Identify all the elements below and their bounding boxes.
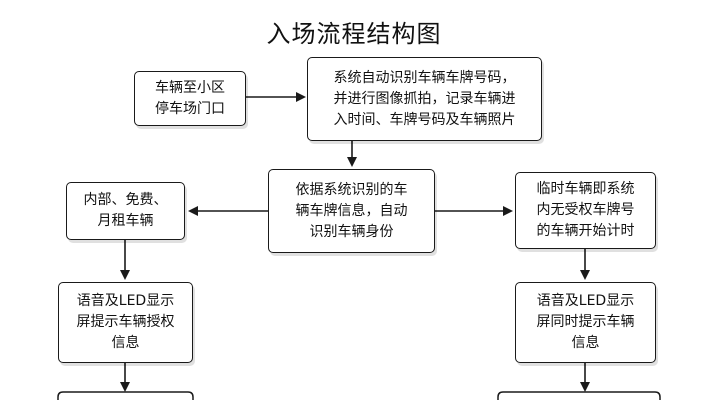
next-box-left-partial [57,391,194,400]
node-arrive-line-1: 车辆至小区 [155,79,225,96]
node-led-auth-line-2: 屏提示车辆授权 [76,314,175,330]
node-led-temp-line-1: 语音及LED显示 [536,293,635,309]
node-arrive: 车辆至小区 停车场门口 [134,71,246,126]
node-identify-line-2: 辆车牌信息，自动 [295,202,408,219]
node-led-auth: 语音及LED显示 屏提示车辆授权 信息 [58,282,193,363]
node-internal-line-1: 内部、免费、 [83,192,168,208]
node-led-auth-line-1: 语音及LED显示 [76,293,175,309]
diagram-title: 入场流程结构图 [266,20,442,48]
node-identify-line-1: 依据系统识别的车 [295,181,408,198]
node-led-temp-line-3: 信息 [571,335,600,351]
node-led-temp-line-2: 屏同时提示车辆 [536,314,635,330]
node-capture-line-3: 入时间、车牌号码及车辆照片 [333,111,516,128]
node-arrive-line-2: 停车场门口 [155,100,225,117]
node-identify: 依据系统识别的车 辆车牌信息，自动 识别车辆身份 [268,169,435,253]
node-led-auth-line-3: 信息 [111,335,140,351]
node-capture-line-2: 并进行图像抓拍，记录车辆进 [333,90,516,107]
node-internal: 内部、免费、 月租车辆 [66,182,185,240]
node-capture: 系统自动识别车辆车牌号码， 并进行图像抓拍，记录车辆进 入时间、车牌号码及车辆照… [307,57,542,141]
node-temporary: 临时车辆即系统 内无受权车牌号 的车辆开始计时 [515,172,656,249]
node-internal-line-2: 月租车辆 [97,213,154,229]
node-capture-line-1: 系统自动识别车辆车牌号码， [333,69,516,86]
node-identify-line-3: 识别车辆身份 [309,223,394,240]
node-temporary-line-2: 内无受权车牌号 [536,202,635,218]
next-box-right-partial [497,391,661,400]
node-temporary-line-3: 的车辆开始计时 [536,223,635,239]
node-led-temp: 语音及LED显示 屏同时提示车辆 信息 [515,282,656,363]
node-temporary-line-1: 临时车辆即系统 [536,181,635,197]
